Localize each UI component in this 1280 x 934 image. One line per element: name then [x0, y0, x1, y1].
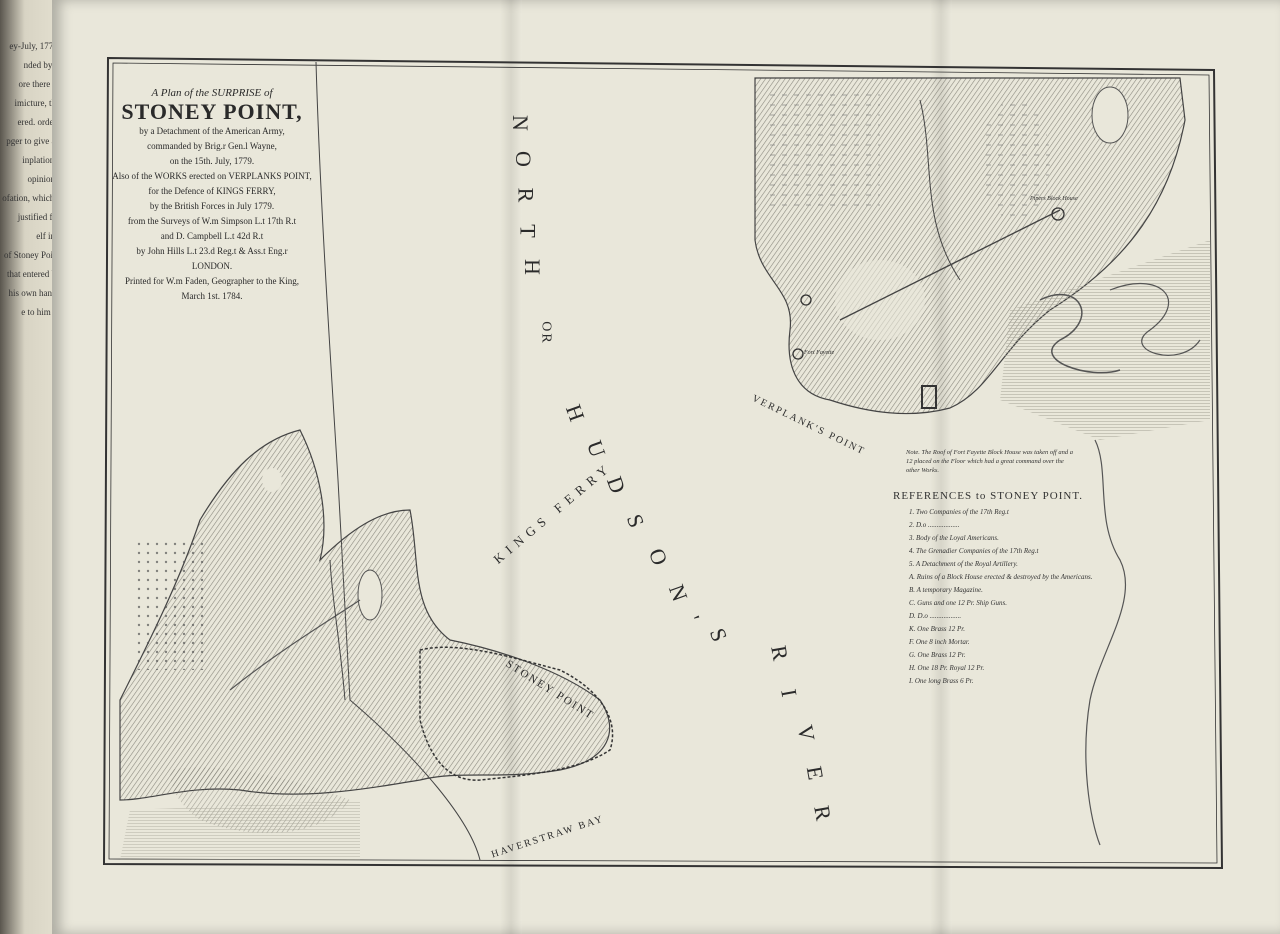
- left-page-line: that entered be: [7, 269, 60, 279]
- reference-item: 4. The Grenadier Companies of the 17th R…: [909, 547, 1039, 555]
- title-line-7: for the Defence of KINGS FERRY,: [148, 186, 276, 196]
- river-label-letter: N: [507, 115, 533, 131]
- reference-item: B. A temporary Magazine.: [909, 586, 983, 594]
- title-line-4: commanded by Brig.r Gen.l Wayne,: [147, 141, 277, 151]
- reference-item: C. Guns and one 12 Pr. Ship Guns.: [909, 599, 1008, 607]
- left-book-page: ey-July, 1779. nded by ¹¹ ore there of imic…: [0, 0, 62, 934]
- references-heading: REFERENCES to STONEY POINT.: [893, 490, 1083, 502]
- left-page-text: ey-July, 1779. nded by ¹¹ ore there of imic…: [2, 40, 60, 660]
- river-label-letter: T: [515, 224, 541, 238]
- reference-item: F. One 8 inch Mortar.: [909, 638, 970, 646]
- title-line-3: by a Detachment of the American Army,: [139, 126, 285, 136]
- left-page-line: elf in ¹: [36, 231, 60, 241]
- reference-item: A. Ruins of a Block House erected & dest…: [909, 573, 1093, 581]
- title-stoney-point: STONEY POINT,: [121, 99, 303, 124]
- title-line-8: by the British Forces in July 1779.: [149, 201, 275, 211]
- title-line-6: Also of the WORKS erected on VERPLANKS P…: [112, 171, 312, 181]
- left-page-line: pger to give ag: [6, 136, 60, 146]
- map-title-cartouche: A Plan of the SURPRISE of STONEY POINT, …: [112, 86, 312, 304]
- reference-item: H. One 18 Pr. Royal 12 Pr.: [909, 664, 985, 672]
- reference-item: I. One long Brass 6 Pr.: [909, 677, 974, 685]
- reference-item: 5. A Detachment of the Royal Artillery.: [909, 560, 1018, 568]
- left-page-line: opinion ¹: [27, 174, 60, 184]
- label-pipers-block-house: Pipers Block House: [1030, 196, 1078, 202]
- left-page-line: his own hands: [8, 288, 61, 298]
- left-page-line: nded by ¹¹: [23, 60, 60, 70]
- left-page-line: of Stoney Point: [3, 250, 60, 260]
- left-page-line: imicture, the: [14, 98, 60, 108]
- title-line-9: from the Surveys of W.m Simpson L.t 17th…: [127, 216, 297, 226]
- reference-item: D. D.o ..................: [909, 612, 962, 620]
- title-line-11: by John Hills L.t 23.d Reg.t & Ass.t Eng…: [136, 246, 288, 256]
- left-page-line: ofation, which s: [2, 193, 60, 203]
- left-page-line: inplation s: [22, 155, 60, 165]
- title-line-1: A Plan of the SURPRISE of: [151, 87, 273, 99]
- reference-item: K. One Brass 12 Pr.: [909, 625, 966, 633]
- title-line-10: and D. Campbell L.t 42d R.t: [160, 231, 264, 241]
- left-page-line: justified for: [17, 212, 60, 222]
- title-line-13: Printed for W.m Faden, Geographer to the…: [125, 276, 299, 286]
- left-page-line: ore there of: [18, 79, 60, 89]
- left-page-line: ey-July, 1779.: [9, 41, 60, 51]
- map-border: [102, 56, 1224, 870]
- title-line-5: on the 15th. July, 1779.: [169, 156, 255, 166]
- left-page-line: e to him to: [21, 307, 60, 317]
- river-label-letter: R: [513, 187, 539, 203]
- map-border-inner: [108, 62, 1218, 864]
- river-label-letter: O: [510, 151, 536, 167]
- references-panel: REFERENCES to STONEY POINT. 1. Two Compa…: [893, 490, 1093, 688]
- map-note: Note. The Roof of Fort Fayette Block Hou…: [906, 449, 1073, 474]
- title-line-12: LONDON.: [191, 261, 233, 271]
- river-label-letter: H: [519, 259, 545, 275]
- reference-item: G. One Brass 12 Pr.: [909, 651, 966, 659]
- left-page-line: ered. orders: [17, 117, 60, 127]
- references-list: 1. Two Companies of the 17th Reg.t 2. D.o…: [893, 506, 1093, 688]
- reference-item: 1. Two Companies of the 17th Reg.t: [909, 508, 1009, 516]
- title-line-14: March 1st. 1784.: [181, 291, 243, 301]
- reference-item: 2. D.o ..................: [909, 521, 960, 529]
- reference-item: 3. Body of the Loyal Americans.: [909, 534, 999, 542]
- river-label-or: OR: [538, 321, 554, 345]
- label-fort: Fort Fayette: [804, 350, 835, 356]
